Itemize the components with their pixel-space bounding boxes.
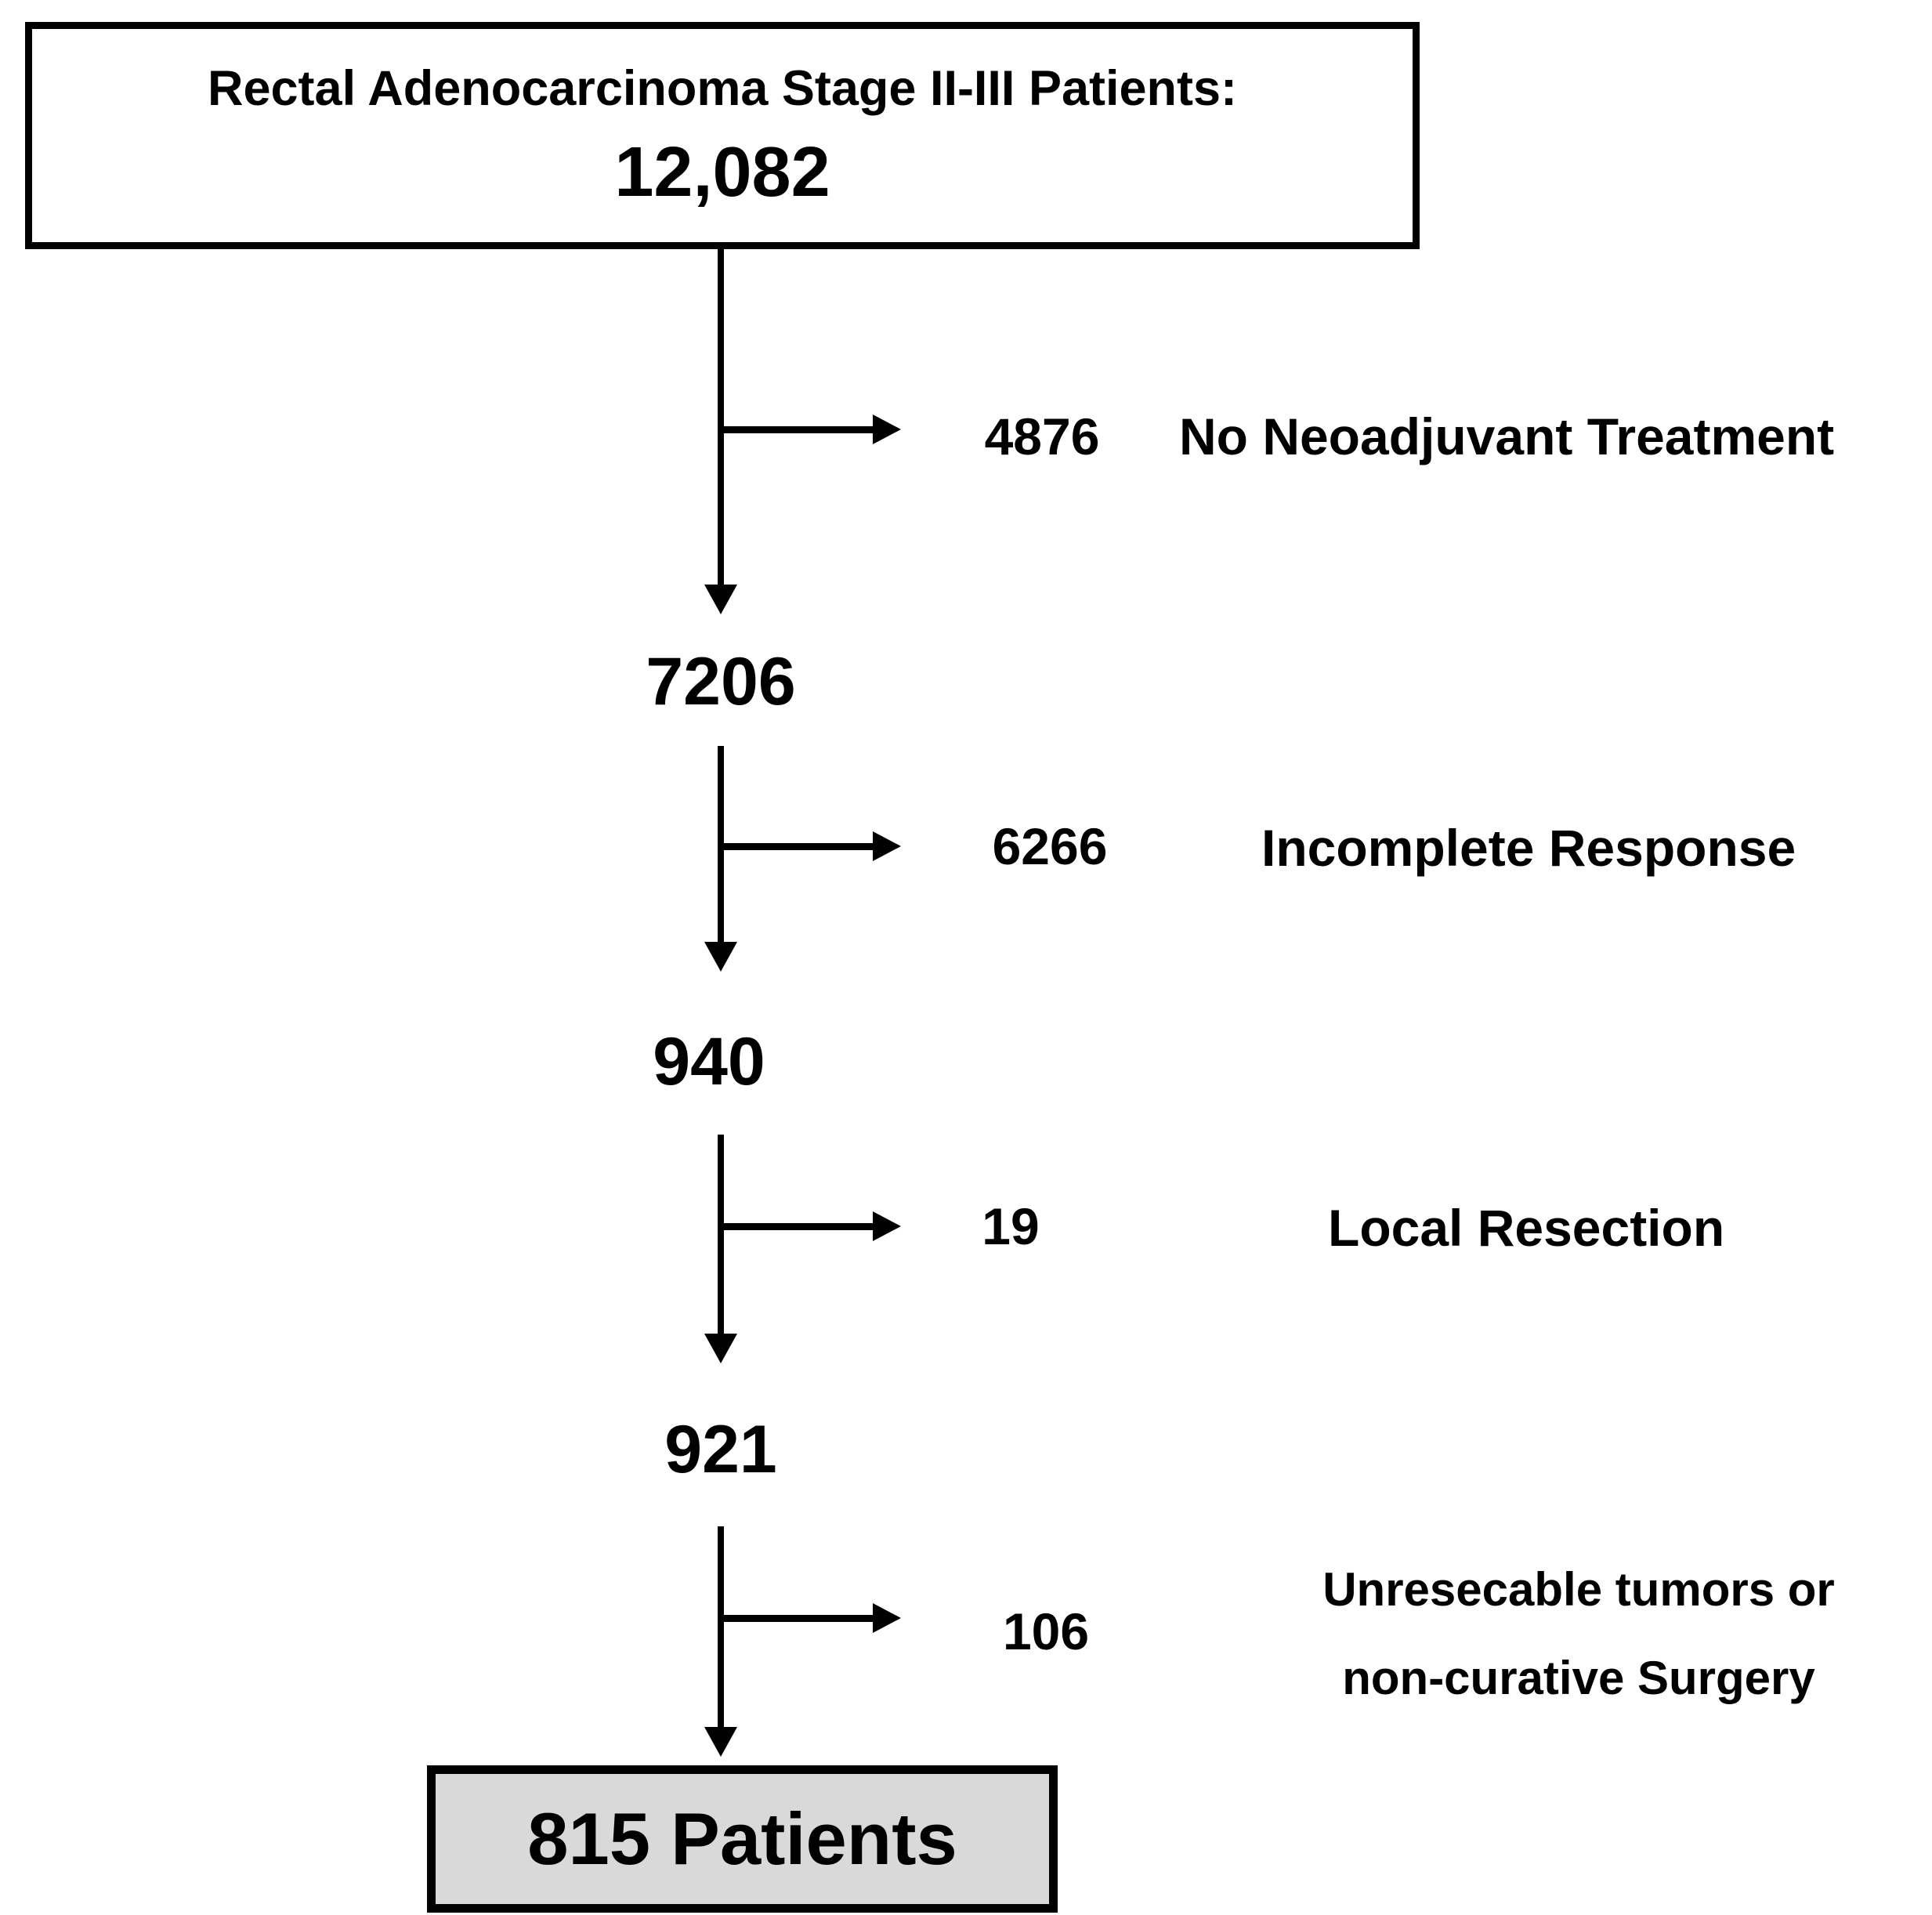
flow-line-branch-2	[724, 843, 873, 850]
flow-line-branch-4	[724, 1615, 873, 1622]
excluded-count-2: 6266	[992, 817, 1108, 875]
arrow-right-icon-2	[873, 831, 901, 861]
flow-line-vertical-1	[718, 249, 724, 586]
remaining-count-3: 921	[664, 1412, 777, 1487]
start-box: Rectal Adenocarcinoma Stage II-III Patie…	[25, 22, 1420, 249]
excluded-label-4-line1: Unresecable tumors or	[1322, 1563, 1835, 1616]
arrow-down-icon-4	[704, 1727, 737, 1757]
arrow-right-icon-4	[873, 1603, 901, 1633]
arrow-right-icon-3	[873, 1211, 901, 1241]
excluded-count-4: 106	[1002, 1602, 1090, 1660]
start-box-value: 12,082	[614, 133, 830, 212]
flow-line-vertical-4	[718, 1526, 724, 1729]
excluded-label-2: Incomplete Response	[1261, 819, 1796, 877]
arrow-down-icon-3	[704, 1334, 737, 1363]
remaining-count-2: 940	[653, 1024, 765, 1099]
flow-line-branch-1	[724, 426, 873, 433]
start-box-label: Rectal Adenocarcinoma Stage II-III Patie…	[207, 61, 1238, 116]
flow-line-branch-3	[724, 1223, 873, 1230]
excluded-label-1: No Neoadjuvant Treatment	[1179, 407, 1835, 465]
excluded-count-1: 4876	[984, 407, 1100, 465]
arrow-right-icon-1	[873, 414, 901, 444]
end-box-label: 815 Patients	[527, 1797, 957, 1880]
arrow-down-icon-2	[704, 942, 737, 972]
arrow-down-icon-1	[704, 585, 737, 614]
flow-line-vertical-2	[718, 746, 724, 943]
excluded-label-4: Unresecable tumors or non-curative Surge…	[1222, 1545, 1932, 1722]
flow-line-vertical-3	[718, 1135, 724, 1335]
excluded-label-3: Local Resection	[1328, 1199, 1725, 1257]
excluded-count-3: 19	[982, 1197, 1040, 1255]
end-box: 815 Patients	[427, 1765, 1058, 1913]
excluded-label-4-line2: non-curative Surgery	[1342, 1652, 1815, 1704]
remaining-count-1: 7206	[646, 644, 796, 719]
